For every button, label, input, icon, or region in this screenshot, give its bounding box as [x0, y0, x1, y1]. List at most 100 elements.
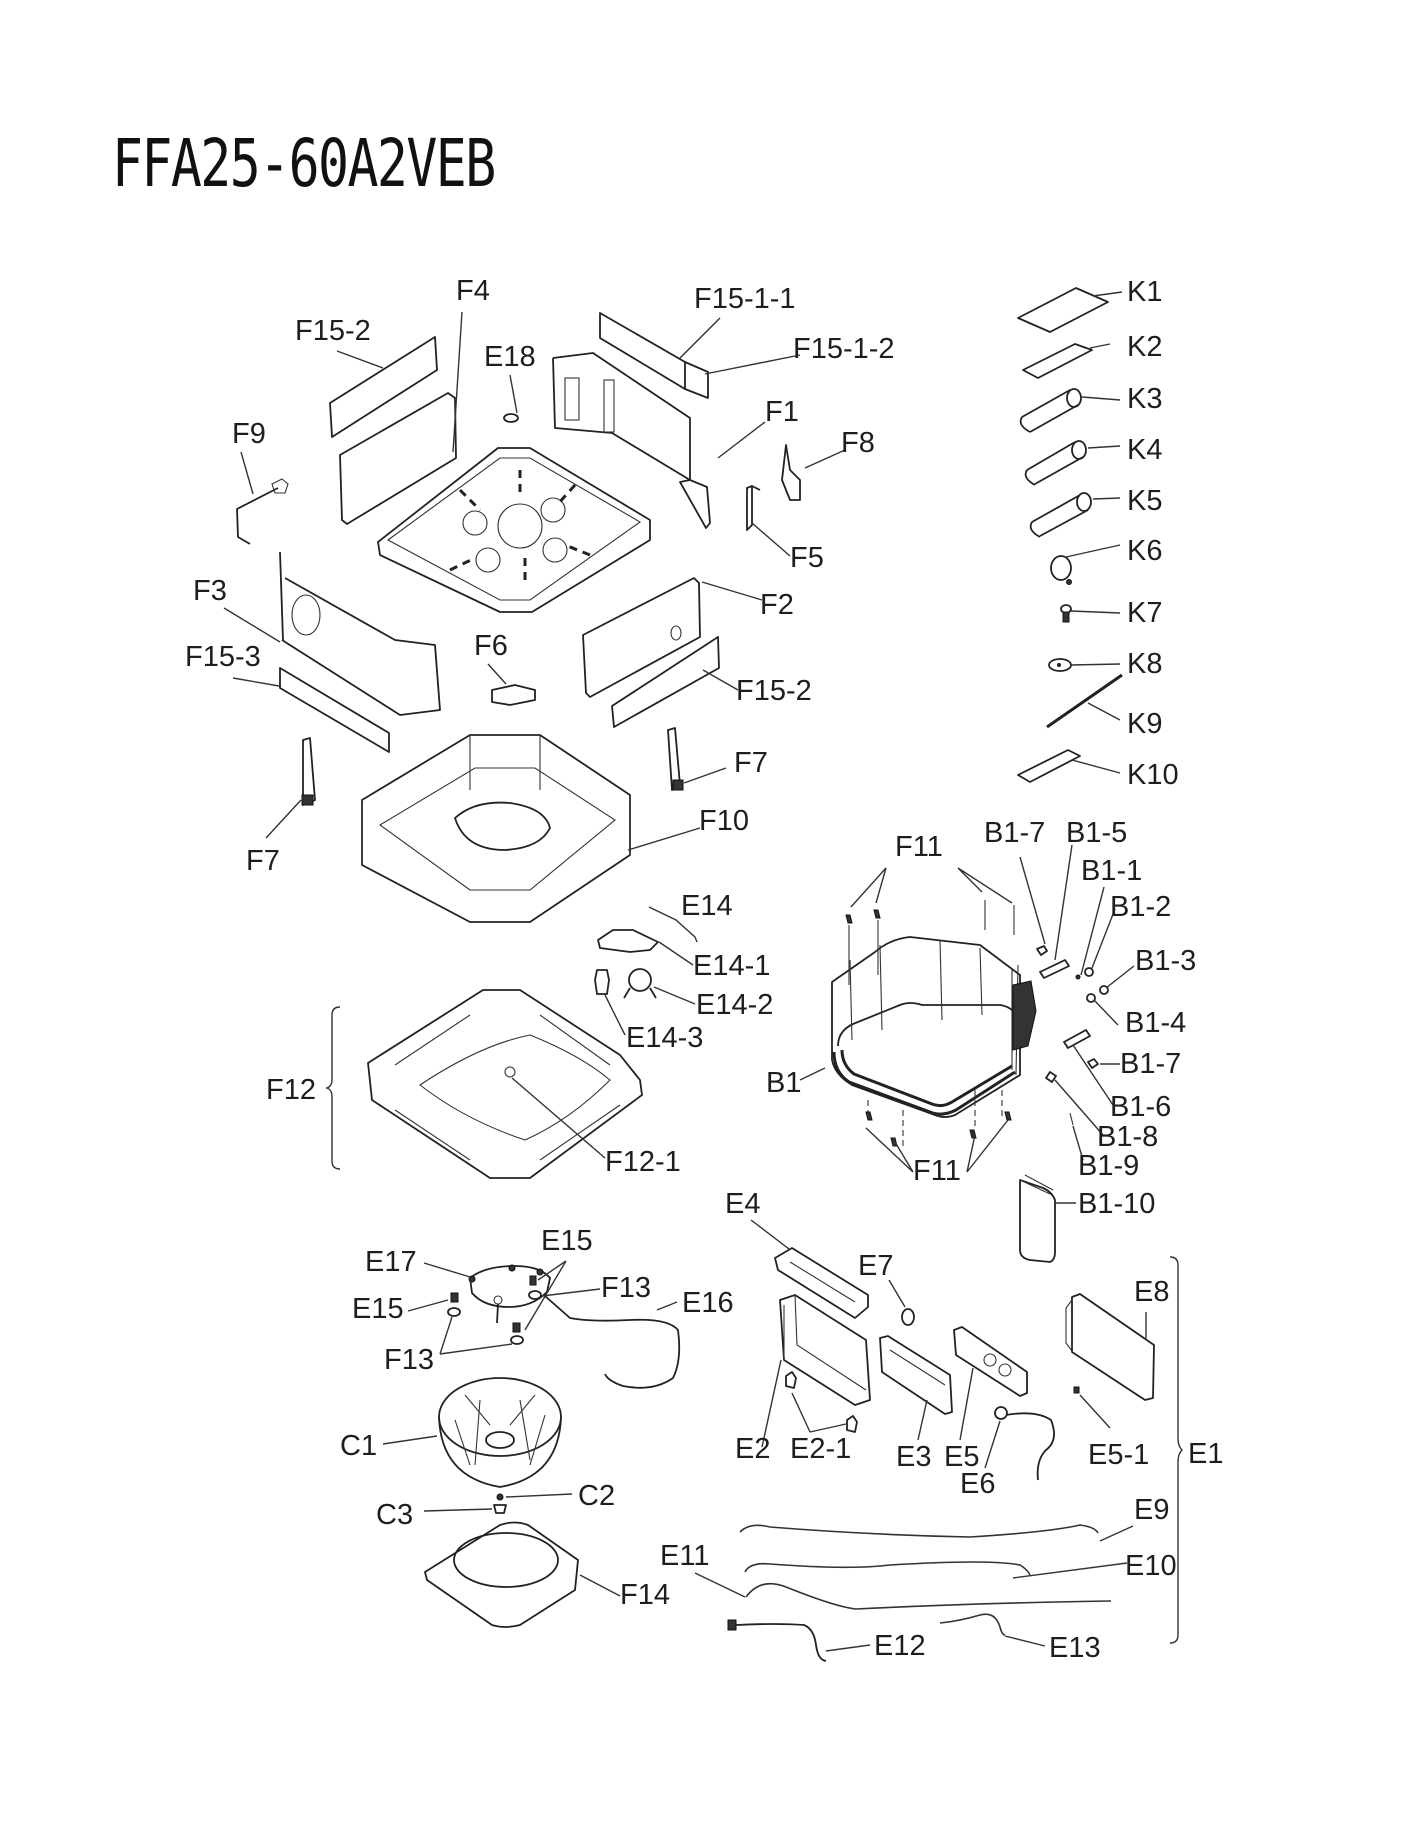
- label-f10: F10: [699, 805, 749, 837]
- part-f7-right: [667, 727, 727, 791]
- part-k4-tube: [1024, 440, 1121, 486]
- label-b1-2: B1-2: [1110, 891, 1171, 923]
- part-k5-tube: [1029, 492, 1121, 538]
- label-k4: K4: [1127, 434, 1162, 466]
- label-f3: F3: [193, 575, 227, 607]
- label-f15-2-right: F15-2: [736, 675, 812, 707]
- label-f9: F9: [232, 418, 266, 450]
- part-e2-1-clips: [785, 1371, 858, 1433]
- part-f10-casing: [361, 734, 701, 923]
- part-e13-wire: [939, 1613, 1046, 1647]
- label-f2: F2: [760, 589, 794, 621]
- label-e7: E7: [858, 1250, 893, 1282]
- label-f5: F5: [790, 542, 824, 574]
- part-f7-left: [265, 737, 316, 839]
- label-f7-right: F7: [734, 747, 768, 779]
- part-k2: [1022, 343, 1111, 379]
- label-e4: E4: [725, 1188, 760, 1220]
- part-e2-box: [761, 1294, 871, 1448]
- part-e9-wire: [739, 1524, 1134, 1542]
- part-e16-wire: [544, 1295, 681, 1389]
- part-e5-1: [1073, 1386, 1111, 1429]
- part-f12-panel: [325, 989, 643, 1179]
- label-e15-top: E15: [541, 1225, 593, 1257]
- part-f15-2-top: [329, 336, 438, 438]
- label-k7: K7: [1127, 597, 1162, 629]
- label-b1-7-top: B1-7: [984, 817, 1045, 849]
- part-f15-3: [232, 667, 390, 753]
- part-f11-clips: [845, 867, 1015, 1173]
- part-k1: [1017, 287, 1123, 333]
- label-b1-3: B1-3: [1135, 945, 1196, 977]
- label-e14-1: E14-1: [693, 950, 770, 982]
- label-b1-4: B1-4: [1125, 1007, 1186, 1039]
- part-c2-c3-nut-washer: [423, 1493, 573, 1514]
- label-f8: F8: [841, 427, 875, 459]
- label-e10: E10: [1125, 1550, 1177, 1582]
- label-e17: E17: [365, 1246, 417, 1278]
- label-b1-7-bottom: B1-7: [1120, 1048, 1181, 1080]
- label-e2-1: E2-1: [790, 1433, 851, 1465]
- label-k2: K2: [1127, 331, 1162, 363]
- label-e5-1: E5-1: [1088, 1439, 1149, 1471]
- part-k9-tie: [1046, 673, 1123, 729]
- model-title: FFA25-60A2VEB: [112, 125, 496, 202]
- label-b1: B1: [766, 1067, 801, 1099]
- label-e16: E16: [682, 1287, 734, 1319]
- label-k10: K10: [1127, 759, 1179, 791]
- part-f15-1-strip: [599, 312, 801, 399]
- label-e13: E13: [1049, 1632, 1101, 1664]
- label-k5: K5: [1127, 485, 1162, 517]
- part-b1-10: [1019, 1174, 1076, 1263]
- part-f5: [746, 485, 791, 557]
- part-e10-wire: [744, 1561, 1128, 1579]
- label-f11-bottom: F11: [913, 1155, 961, 1187]
- label-e11: E11: [660, 1540, 709, 1572]
- part-f3-side-panel: [223, 551, 441, 716]
- label-e9: E9: [1134, 1494, 1169, 1526]
- label-k8: K8: [1127, 648, 1162, 680]
- label-e12: E12: [874, 1630, 926, 1662]
- part-k3-tube: [1019, 388, 1121, 433]
- part-c1-fan-wheel: [382, 1377, 562, 1488]
- part-e3-terminal: [879, 1335, 953, 1441]
- part-e11-wire: [694, 1572, 1112, 1610]
- part-b1-subparts: [1019, 844, 1135, 1161]
- label-e6: E6: [960, 1468, 995, 1500]
- label-b1-9: B1-9: [1078, 1150, 1139, 1182]
- label-k6: K6: [1127, 535, 1162, 567]
- label-f15-2-top: F15-2: [295, 315, 371, 347]
- part-f4-side-panel: [339, 311, 463, 525]
- label-c1: C1: [340, 1430, 377, 1462]
- part-e8-board: [1065, 1293, 1155, 1401]
- label-f13-right: F13: [601, 1272, 651, 1304]
- label-e1: E1: [1188, 1438, 1223, 1470]
- part-k6-clamp: [1050, 544, 1121, 585]
- part-k10: [1017, 749, 1121, 783]
- label-f12: F12: [266, 1074, 316, 1106]
- label-f6: F6: [474, 630, 508, 662]
- label-e14-3: E14-3: [626, 1022, 703, 1054]
- part-k8-washer: [1048, 658, 1121, 672]
- label-f7-left: F7: [246, 845, 280, 877]
- label-f14: F14: [620, 1579, 670, 1611]
- label-b1-8: B1-8: [1097, 1121, 1158, 1153]
- label-c2: C2: [578, 1480, 615, 1512]
- part-f9: [236, 451, 289, 545]
- label-f13-left: F13: [384, 1344, 434, 1376]
- label-b1-10: B1-10: [1078, 1188, 1155, 1220]
- part-e14-group: [594, 906, 698, 1036]
- label-e2: E2: [735, 1433, 770, 1465]
- label-e18: E18: [484, 341, 536, 373]
- label-f11-top: F11: [895, 831, 943, 863]
- label-b1-5: B1-5: [1066, 817, 1127, 849]
- label-b1-6: B1-6: [1110, 1091, 1171, 1123]
- part-f8: [781, 444, 846, 501]
- label-k9: K9: [1127, 708, 1162, 740]
- label-e15-left: E15: [352, 1293, 404, 1325]
- label-k1: K1: [1127, 276, 1162, 308]
- label-e5: E5: [944, 1441, 979, 1473]
- label-k3: K3: [1127, 383, 1162, 415]
- label-c3: C3: [376, 1499, 413, 1531]
